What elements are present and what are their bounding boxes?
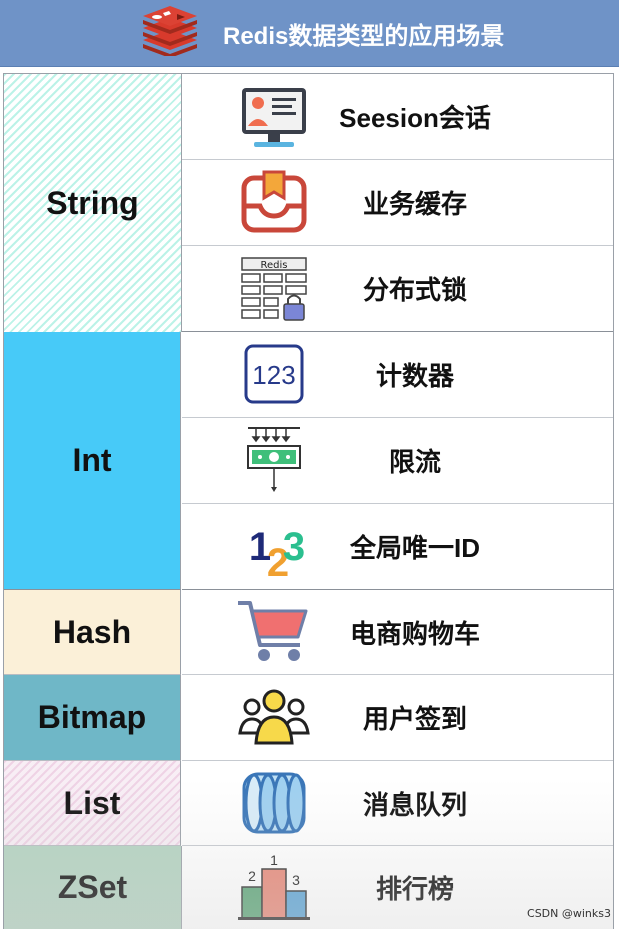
page-title: Redis数据类型的应用场景 [223, 23, 505, 50]
watermark: CSDN @winks3 [527, 907, 611, 920]
counter-123-icon: 123 [244, 344, 304, 403]
scenario-label: 用户签到 [362, 704, 467, 734]
unique-id-icon: 1 2 3 [249, 525, 305, 582]
scenario-row-lock: Redis 分布式锁 [182, 246, 613, 332]
podium-rank-1: 1 [270, 853, 278, 868]
scenario-label: 全局唯一ID [349, 533, 480, 563]
scenario-label: Seesion会话 [339, 103, 491, 133]
category-int: Int [4, 332, 181, 590]
counter-icon-text: 123 [252, 360, 295, 390]
queue-cylinders-icon [242, 772, 306, 834]
users-icon [238, 689, 310, 744]
podium-rank-3: 3 [292, 872, 300, 888]
scenario-label: 消息队列 [362, 789, 467, 820]
scenario-row-queue: 消息队列 [182, 761, 613, 846]
scenario-row-counter: 123 计数器 [182, 332, 613, 418]
scenario-label: 排行榜 [375, 874, 454, 904]
scenario-label: 限流 [388, 447, 441, 477]
scenario-row-leaderboard: 1 2 3 排行榜 [182, 846, 613, 929]
category-label: Bitmap [37, 699, 147, 735]
podium-rank-2: 2 [248, 868, 256, 884]
podium-icon: 1 2 3 [238, 853, 310, 920]
scenario-label: 业务缓存 [362, 189, 467, 219]
shopping-cart-icon [238, 601, 308, 661]
category-hash: Hash [4, 590, 181, 675]
category-label: ZSet [57, 869, 128, 905]
redis-types-table: String Int Hash Bitmap List ZSet Seesion… [3, 73, 614, 929]
header-bar: Redis数据类型的应用场景 [0, 0, 619, 67]
scenario-label: 分布式锁 [362, 275, 467, 305]
cache-inbox-icon [241, 170, 307, 232]
scenario-row-session: Seesion会话 [182, 74, 613, 160]
scenario-row-cache: 业务缓存 [182, 160, 613, 246]
category-label: String [46, 184, 139, 221]
scenario-label: 计数器 [375, 361, 454, 391]
scenario-label: 电商购物车 [349, 618, 480, 649]
lock-grid-icon: Redis [241, 256, 307, 321]
category-label: List [63, 784, 121, 821]
scenario-row-cart: 电商购物车 [182, 590, 613, 675]
category-label: Int [72, 442, 112, 478]
category-label: Hash [52, 613, 132, 650]
svg-text:3: 3 [283, 525, 305, 569]
category-string: String [4, 74, 182, 332]
svg-text:1: 1 [249, 525, 271, 569]
scenario-row-rate-limit: 限流 [182, 418, 613, 504]
scenario-row-checkin: 用户签到 [182, 675, 613, 761]
lock-icon-text: Redis [261, 260, 288, 271]
scenario-row-unique-id: 1 2 3 全局唯一ID [182, 504, 613, 590]
category-list: List [4, 761, 181, 846]
category-bitmap: Bitmap [4, 675, 181, 761]
category-zset: ZSet [4, 846, 182, 929]
redis-logo-icon [143, 6, 197, 56]
svg-text:2: 2 [267, 541, 289, 582]
session-monitor-icon [242, 87, 306, 147]
rate-limit-icon [247, 426, 301, 492]
